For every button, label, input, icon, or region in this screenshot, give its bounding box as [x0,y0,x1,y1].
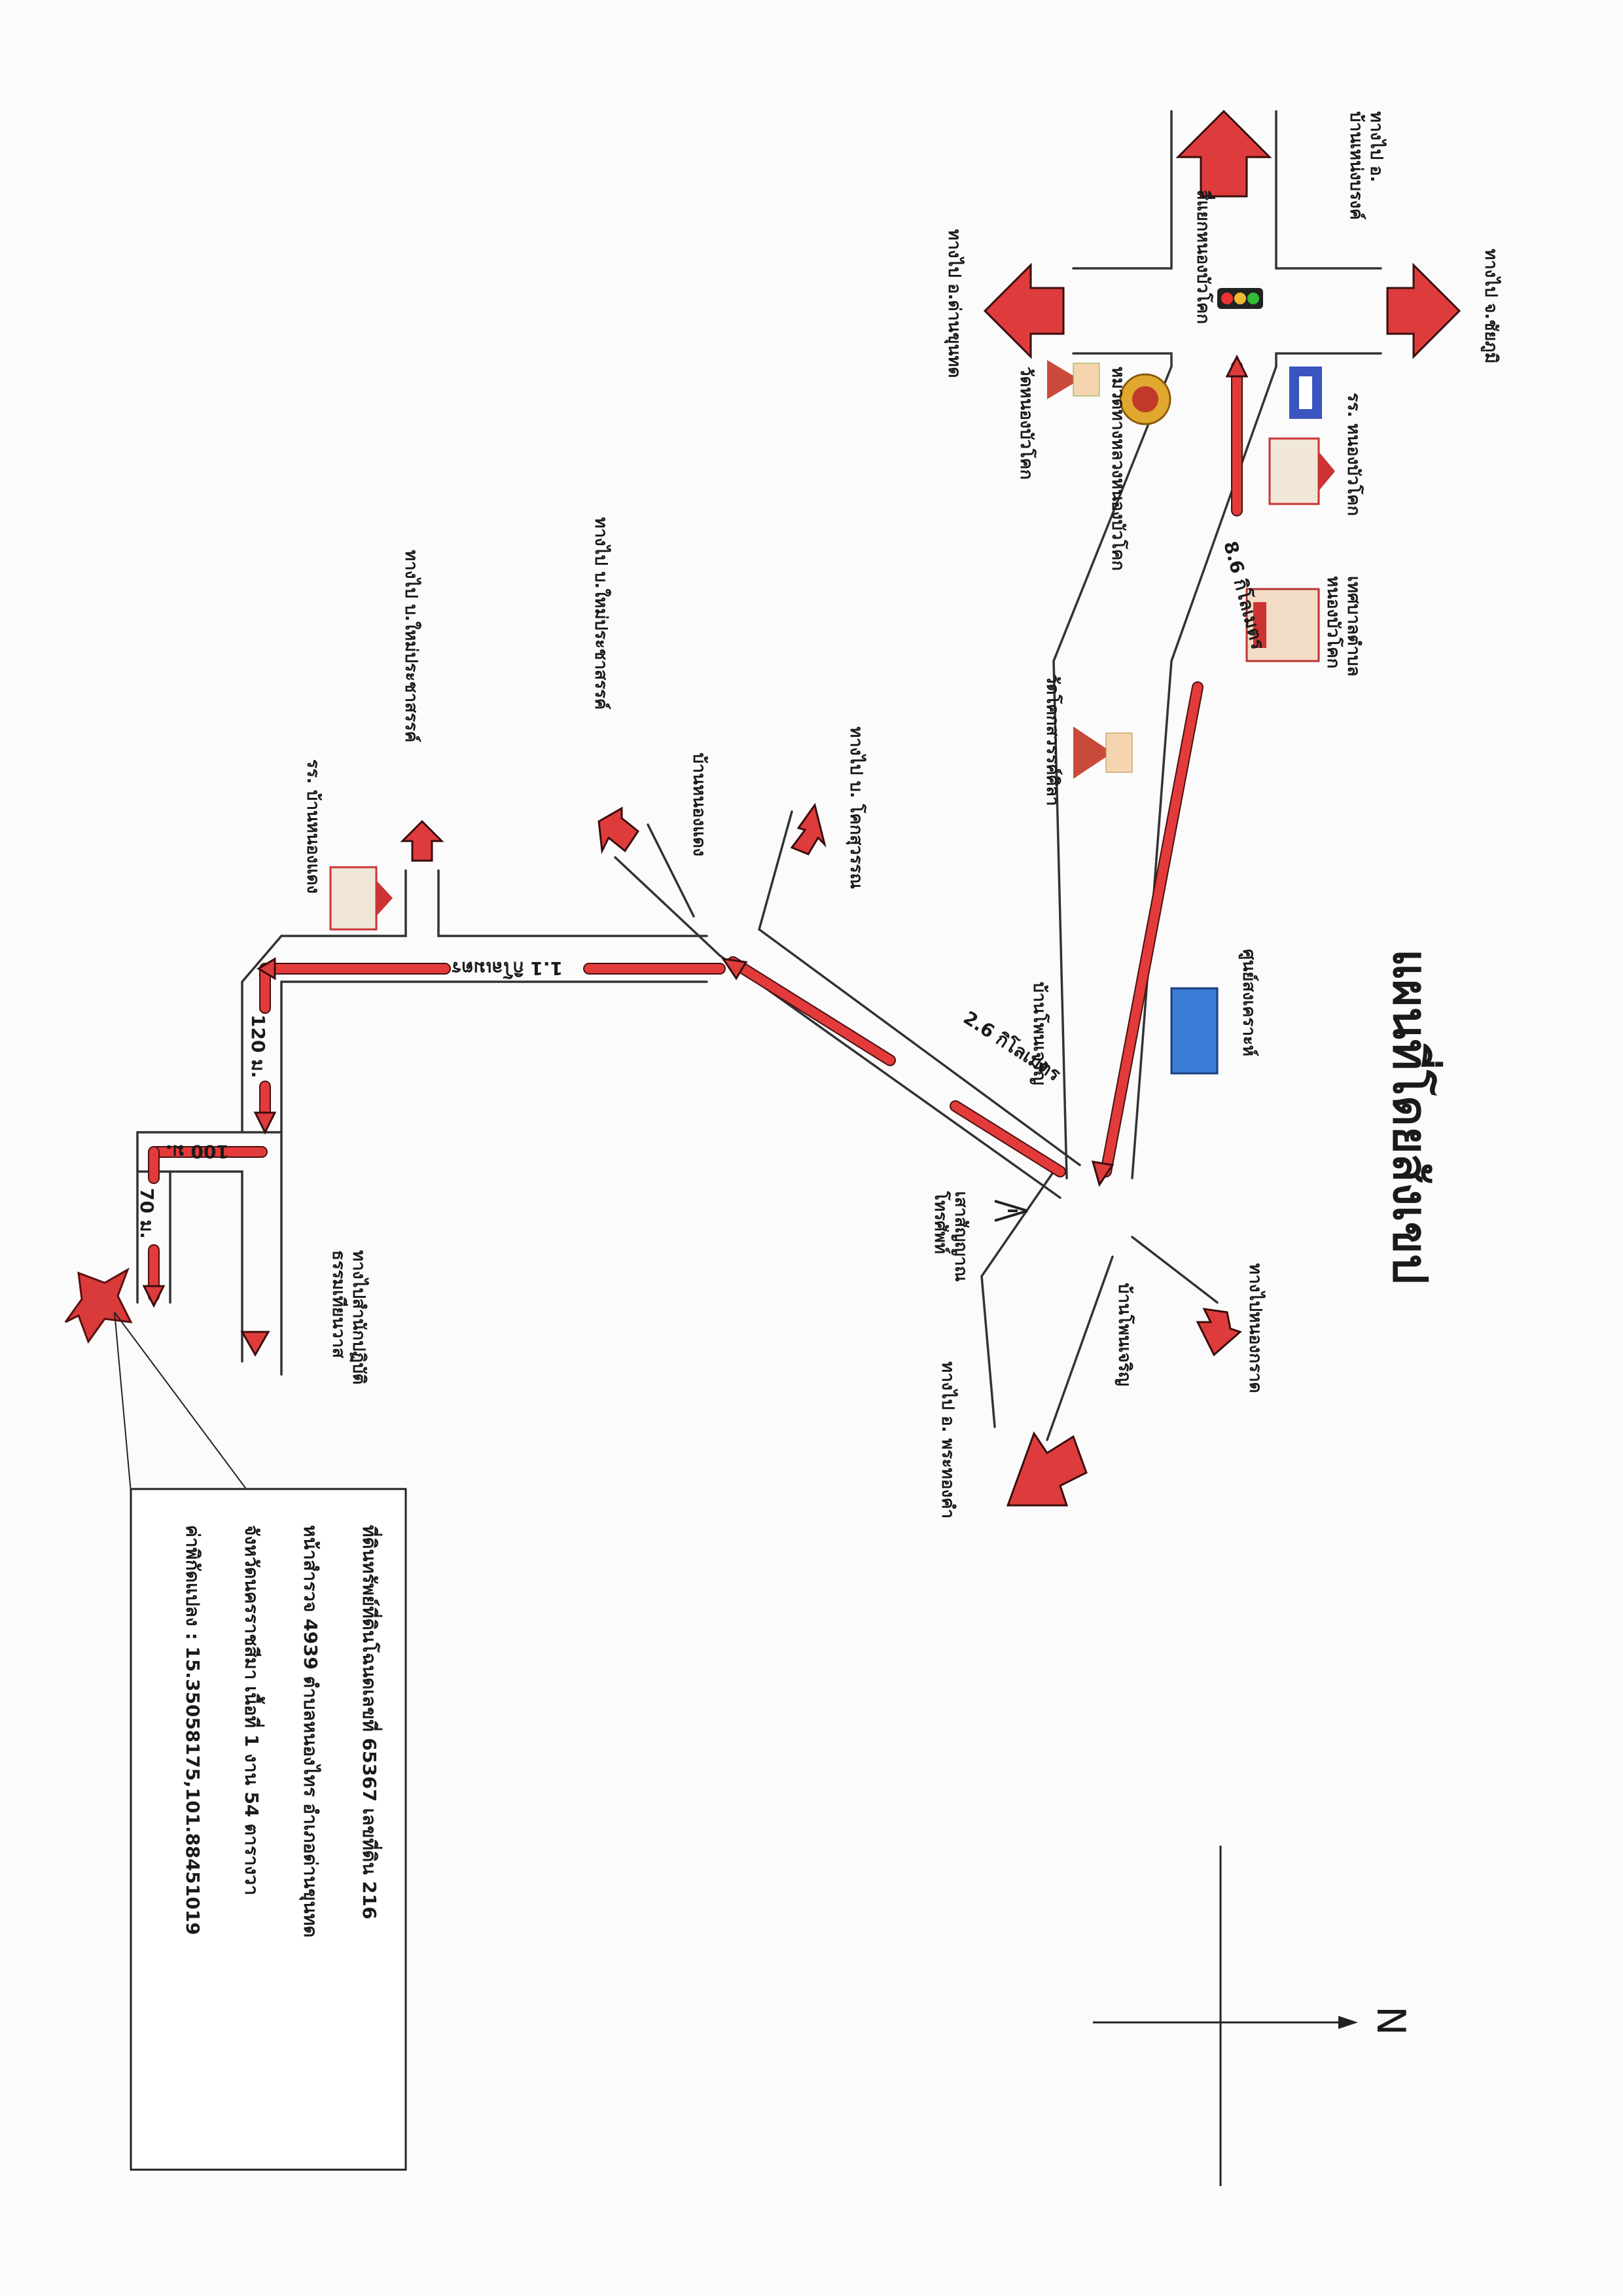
traffic-light-icon [1217,288,1263,309]
property-info-box: ที่ดินทรัพย์ที่ดินโฉนดเลขที่ 65367 เลขที… [130,1488,407,2171]
distance-70m: 70 ม. [136,1188,158,1239]
map-title: แผนที่โดยสังเขป [1383,949,1444,1284]
label-ban-phon-charoen-2: บ้านโพนเจริญ [1115,1283,1135,1386]
arrow-to-phra-thong-kham-icon [1006,1431,1088,1507]
road-network [136,110,1382,1441]
label-to-khok-suwan: ทางไป บ. โคกสุวรรณ [846,726,867,889]
distance-1-1km: 1.1 กิโลเมตร [452,958,563,980]
label-intersection: สี่แยกหนองบัวโคก [1193,190,1216,324]
label-to-nong-bua: ทางไป อ.บ้านเหน่งบรงค์ [1346,111,1387,220]
label-school-nong-daeng: รร. บ้านหนองแดง [303,759,323,893]
arrow-to-chaiyaphum-icon [1386,262,1461,359]
label-wat-khok-sawan: วัดโคกสวรรค์ศิลา [1043,674,1063,806]
arrow-to-nong-krat-icon [1196,1308,1242,1357]
label-to-dan-khun-thot: ทางไป อ.ด่านขุนทด [944,229,965,378]
label-wat-nong-bua: วัดหนองบัวโคก [1016,367,1037,480]
label-municipality: เทศบาลตำบลหนองบัวโคก [1323,576,1363,677]
north-arrow: N [1093,1846,1414,2186]
municipality-building-icon [1245,588,1320,662]
arrow-to-ban-mai-2-icon [400,819,444,862]
label-cell-tower: เสาสัญญาณโทรศัพท์ [931,1191,971,1282]
label-to-ban-mai-1: ทางไป บ.ใหม่ประชาสรรค์ [591,517,612,709]
info-line-2: หน้าสำรวจ 4939 ตำบลหนองไทร อำเภอด่านขุนท… [299,1525,321,1937]
school-building-icon [1268,437,1335,505]
tambon-center-building [1170,987,1219,1075]
label-to-ban-mai-2: ทางไป บ.ใหม่ประชาสรรค์ [401,550,422,742]
label-ban-phon-charoen-1: บ้านโพนเจริญ [1029,982,1050,1085]
info-line-1: ที่ดินทรัพย์ที่ดินโฉนดเลขที่ 65367 เลขที… [359,1525,383,1919]
temple-icon [1047,360,1100,399]
arrow-to-ban-mai-1-icon [597,806,640,855]
landmarks [64,360,1335,1493]
cell-tower-icon [994,1200,1028,1222]
label-to-chaiyaphum: ทางไป จ.ชัยภูมิ [1480,249,1502,363]
school-2-icon [329,866,393,931]
school-flag-icon [1289,367,1322,419]
distance-100m: 100 ม. [166,1141,229,1162]
direction-arrows [142,109,1461,1507]
label-to-phra-thong-kham: ทางไป อ. พระทองคำ [938,1361,959,1518]
label-to-nong-krat: ทางไปหนองกราด [1245,1263,1266,1393]
info-line-3: จังหวัดนครราชสีมา เนื้อที่ 1 งาน 54 ตารา… [241,1525,266,1895]
arrow-to-khok-suwan-icon [790,802,827,855]
arrow-to-dan-khun-thot-icon [983,262,1065,359]
label-school-nong-bua: รร. หนองบัวโคก [1344,393,1364,516]
temple-2-icon [1073,726,1133,779]
label-tambon-center: ศูนย์สงเคราะห์ [1238,949,1259,1056]
label-to-monastery: ทางไปสำนักปฏิบัติธรรมเทียนวาส [329,1250,370,1384]
place-labels: ทางไป อ.บ้านเหน่งบรงค์ ทางไป จ.ชัยภูมิ ท… [303,111,1502,1518]
label-police: หมวดทางหลวงหนองบัวโคก [1108,367,1129,571]
distance-120m: 120 ม. [247,1014,269,1078]
info-line-4: ค่าพิกัดแปลง : 15.35058175,101.88451019 [182,1525,204,1935]
destination-star-icon [64,1267,133,1344]
label-ban-nong-daeng: บ้านหนองแดง [689,753,709,856]
arrow-to-nong-bua-icon [1175,109,1272,198]
north-label: N [1368,2006,1414,2036]
police-badge-icon [1119,373,1171,425]
